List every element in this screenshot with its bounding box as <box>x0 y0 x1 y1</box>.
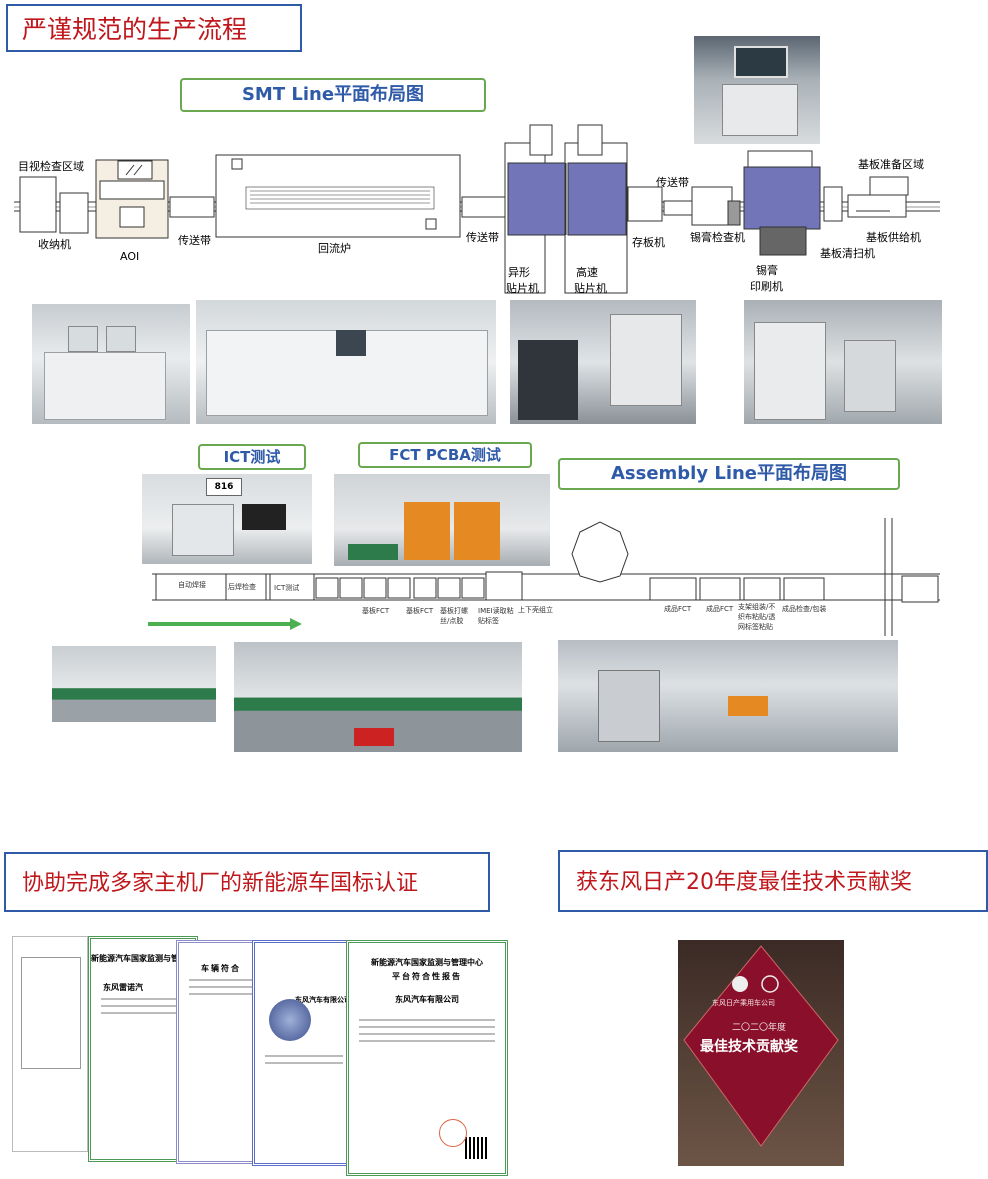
assembly-layout-title-text: Assembly Line平面布局图 <box>610 463 848 484</box>
cert-company-2: 东风雷诺汽 <box>103 982 143 992</box>
label-auto-solder: 自动焊接 <box>178 581 206 589</box>
assembly-station-photo-3 <box>558 640 898 752</box>
smt-layout-title-text: SMT Line平面布局图 <box>241 84 425 105</box>
section-title-award-text: 获东风日产20年度最佳技术贡献奖 <box>576 870 912 895</box>
ict-test-photo: 816 <box>142 474 312 564</box>
mounter-photo <box>510 300 696 424</box>
label-board-prep: 基板准备区域 <box>858 158 924 171</box>
cert-subheading-main: 平台符合性报告 <box>392 971 462 981</box>
ict-test-title-text: ICT测试 <box>223 448 281 466</box>
certificate-doc-1 <box>12 936 88 1152</box>
label-highspeed-2: 贴片机 <box>574 282 607 295</box>
label-final-pack: 成品检查/包装 <box>782 605 827 613</box>
printer-machine-photo <box>694 36 820 144</box>
label-housing: 上下壳组立 <box>518 606 553 614</box>
fct-test-title: FCT PCBA测试 <box>358 442 532 468</box>
label-reflow: 回流炉 <box>318 242 351 255</box>
reflow-oven-photo <box>196 300 496 424</box>
cert-company-main: 东风汽车有限公司 <box>395 994 459 1004</box>
section-title-certification: 协助完成多家主机厂的新能源车国标认证 <box>4 852 490 912</box>
spi-machine <box>691 186 733 226</box>
label-cleaner: 基板清扫机 <box>820 247 875 260</box>
certificate-doc-5: 新能源汽车国家监测与管理中心 平台符合性报告 东风汽车有限公司 <box>346 940 508 1176</box>
award-photo: 东风日产乘用车公司 二〇二〇年度 最佳技术贡献奖 <box>678 940 844 1166</box>
assembly-station-photo-1 <box>52 646 216 722</box>
section-title-text: 严谨规范的生产流程 <box>22 15 248 44</box>
label-post-solder: 后焊检查 <box>228 583 256 591</box>
label-board-fct-2: 基板FCT <box>406 607 434 615</box>
label-printer-1: 锡膏 <box>756 264 778 277</box>
label-buffer: 存板机 <box>632 236 665 249</box>
label-printer-2: 印刷机 <box>750 280 783 293</box>
loader-photo <box>744 300 942 424</box>
certificate-doc-3: 车辆符合 <box>176 940 266 1164</box>
fct-test-photo <box>334 474 550 566</box>
cert-company-4: 东风汽车有限公司 <box>295 995 351 1004</box>
label-imei: IMEI读取粘贴标签 <box>478 607 514 625</box>
label-unloader: 收纳机 <box>38 238 71 251</box>
irregular-mounter <box>507 162 567 236</box>
label-conveyor-2: 传送带 <box>466 231 499 244</box>
printer-machine <box>743 166 821 230</box>
highspeed-mounter <box>567 162 627 236</box>
label-product-fct-1: 成品FCT <box>664 605 692 613</box>
label-bracket: 支架组装/不织布粘贴/透网标签粘贴 <box>738 603 776 631</box>
ict-test-title: ICT测试 <box>198 444 306 470</box>
certificate-doc-4: 东风汽车有限公司 <box>252 940 356 1166</box>
label-ict: ICT测试 <box>274 584 300 592</box>
cert-heading-3: 车辆符合 <box>201 963 241 973</box>
loader-machine <box>847 194 907 218</box>
aoi-machine-photo <box>32 304 190 424</box>
assembly-station-photo-2 <box>234 642 522 752</box>
award-plaque <box>683 945 839 1147</box>
cert-heading-main: 新能源汽车国家监测与管理中心 <box>371 957 483 967</box>
award-name: 最佳技术贡献奖 <box>700 1039 798 1055</box>
label-irregular-1: 异形 <box>508 266 530 279</box>
label-spi: 锡膏检查机 <box>690 231 745 244</box>
buffer-machine <box>627 186 663 222</box>
award-year: 二〇二〇年度 <box>732 1023 787 1033</box>
unloader-machine <box>19 176 57 233</box>
cleaner-machine <box>823 186 843 222</box>
label-conveyor-1: 传送带 <box>178 234 211 247</box>
label-product-fct-2: 成品FCT <box>706 605 734 613</box>
label-visual-inspect: 目视检查区域 <box>18 160 84 173</box>
fct-test-title-text: FCT PCBA测试 <box>389 446 501 464</box>
section-title-certification-text: 协助完成多家主机厂的新能源车国标认证 <box>22 871 419 896</box>
label-aoi: AOI <box>120 250 140 263</box>
cert-heading-2: 新能源汽车国家监测与管理中心 <box>91 953 198 963</box>
smt-layout-diagram <box>14 124 940 294</box>
section-title-award: 获东风日产20年度最佳技术贡献奖 <box>558 850 988 912</box>
section-title-production: 严谨规范的生产流程 <box>6 4 302 52</box>
smt-layout-title: SMT Line平面布局图 <box>180 78 486 112</box>
assembly-layout-title: Assembly Line平面布局图 <box>558 458 900 490</box>
assembly-layout-diagram <box>148 518 940 636</box>
label-irregular-2: 贴片机 <box>506 282 539 295</box>
label-board-screw: 基板打螺丝/点胶 <box>440 607 468 625</box>
label-board-fct-1: 基板FCT <box>362 607 390 615</box>
label-conveyor-3: 传送带 <box>656 176 689 189</box>
label-loader: 基板供给机 <box>866 231 921 244</box>
label-highspeed-1: 高速 <box>576 266 598 279</box>
award-brand: 东风日产乘用车公司 <box>712 999 775 1007</box>
